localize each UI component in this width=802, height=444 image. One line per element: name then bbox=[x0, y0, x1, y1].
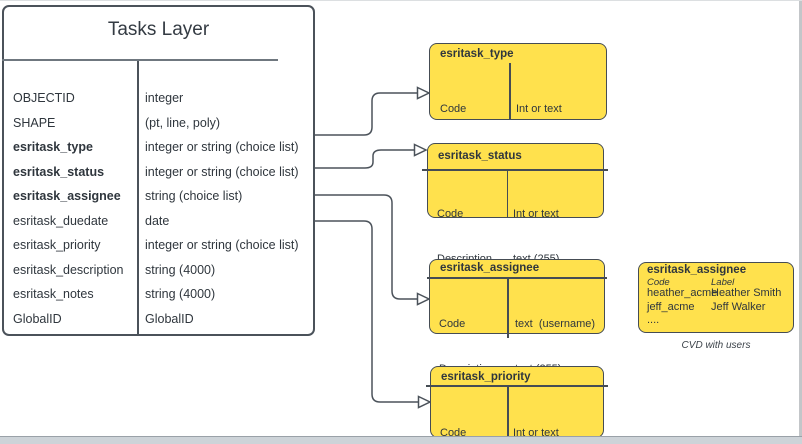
window-bottom-edge bbox=[0, 436, 802, 444]
label-column-header: Label bbox=[711, 277, 735, 288]
header-divider bbox=[427, 277, 607, 279]
cell-divider bbox=[507, 277, 509, 338]
cvd-box-title: esritask_assignee bbox=[647, 264, 747, 276]
cell-divider bbox=[506, 169, 508, 217]
cvd-user-row: heather_acme Heather Smith bbox=[647, 287, 782, 299]
cvd-caption: CVD with users bbox=[681, 340, 751, 351]
field-row-shape: SHAPE(pt, line, poly) bbox=[13, 115, 221, 130]
cvd-user-rows: heather_acme Heather Smith jeff_acme Jef… bbox=[647, 287, 791, 328]
open-arrowhead-icon bbox=[416, 86, 431, 100]
cvd-ellipsis-row: .... bbox=[647, 314, 660, 326]
code-column-header: Code bbox=[647, 277, 670, 288]
header-divider bbox=[426, 385, 608, 387]
choice-box-esritask-type[interactable]: esritask_type Code Description Int or te… bbox=[429, 43, 607, 159]
column-divider bbox=[137, 61, 139, 334]
choice-box-esritask-assignee[interactable]: esritask_assignee Code Description text … bbox=[427, 259, 607, 375]
connector-esritask-status[interactable] bbox=[315, 149, 415, 169]
connector-esritask-type[interactable] bbox=[315, 92, 418, 136]
cvd-user-row: jeff_acme Jeff Walker bbox=[647, 300, 766, 313]
open-arrowhead-icon bbox=[413, 143, 428, 157]
header-divider bbox=[422, 169, 608, 171]
cvd-users-box[interactable]: esritask_assignee Code Label heather_acm… bbox=[638, 262, 794, 333]
choice-box-title: esritask_status bbox=[438, 150, 522, 162]
open-arrowhead-icon bbox=[416, 292, 431, 306]
choice-box-esritask-status[interactable]: esritask_status Code Description Int or … bbox=[422, 143, 608, 265]
connector-esritask-assignee[interactable] bbox=[315, 194, 418, 300]
window-right-edge bbox=[799, 1, 802, 444]
cell-divider bbox=[509, 63, 511, 119]
cell-divider bbox=[507, 385, 509, 437]
connector-esritask-priority[interactable] bbox=[315, 220, 419, 403]
choice-box-title: esritask_priority bbox=[441, 371, 531, 383]
title-divider bbox=[2, 59, 278, 61]
choice-box-title: esritask_assignee bbox=[440, 262, 540, 274]
choice-box-title: esritask_type bbox=[440, 48, 514, 60]
table-title: Tasks Layer bbox=[107, 19, 210, 40]
cvd-column-headers: Code Label bbox=[647, 277, 789, 288]
open-arrowhead-icon bbox=[417, 395, 432, 409]
choice-box-esritask-priority[interactable]: esritask_priority Code Description Int o… bbox=[426, 366, 608, 439]
